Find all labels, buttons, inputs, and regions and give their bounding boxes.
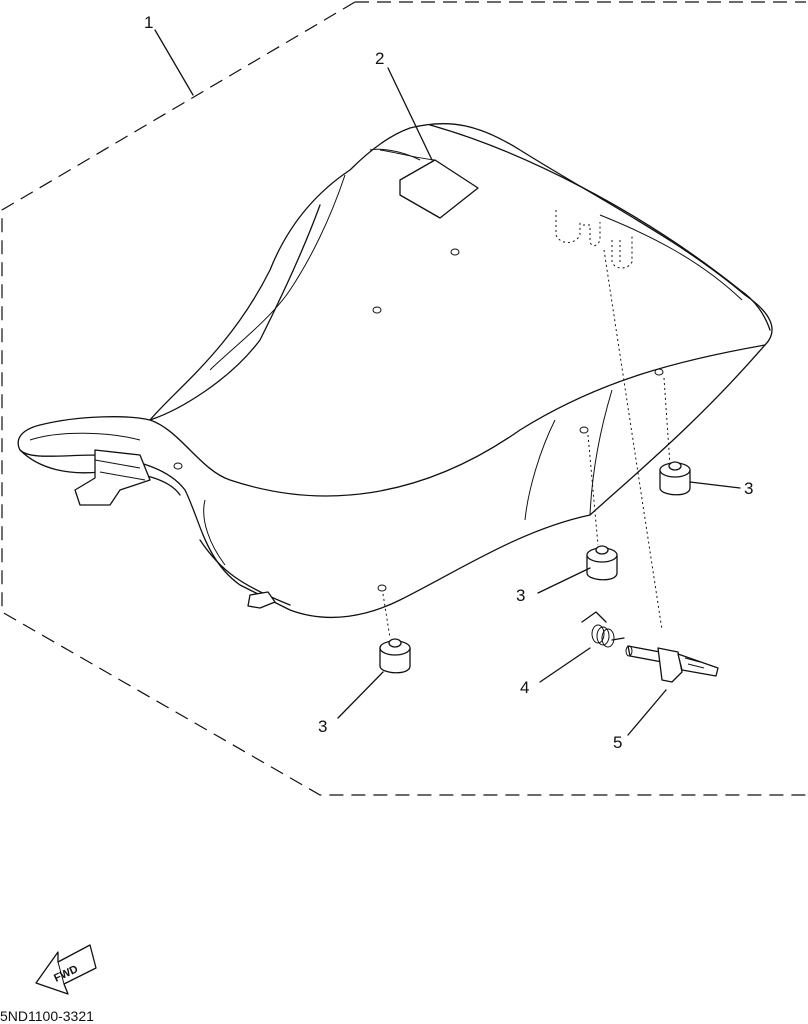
seat-front-bracket bbox=[74, 449, 151, 506]
callout-4: 4 bbox=[520, 678, 529, 697]
leader-5 bbox=[627, 689, 667, 736]
leader-3a bbox=[689, 481, 741, 489]
leader-2 bbox=[387, 67, 433, 161]
leader-3b bbox=[537, 567, 591, 594]
seat-lock-pin bbox=[625, 645, 719, 683]
seat-side-panel bbox=[149, 204, 321, 421]
seat-lower-bracket bbox=[247, 591, 276, 609]
seat-strap bbox=[399, 159, 479, 219]
callout-5: 5 bbox=[613, 733, 622, 752]
assembly-boundary bbox=[1, 1, 806, 796]
seat-hole bbox=[654, 368, 664, 376]
callout-2: 2 bbox=[375, 49, 384, 68]
callout-3: 3 bbox=[744, 479, 753, 498]
assembly-line bbox=[587, 434, 599, 546]
seat-hole bbox=[579, 426, 589, 434]
seat-hook-hidden bbox=[555, 210, 601, 247]
seat-hole bbox=[173, 462, 183, 470]
seat-hole bbox=[372, 306, 382, 314]
assembly-line bbox=[603, 249, 663, 631]
seat-hook-hidden bbox=[611, 235, 633, 269]
callout-1: 1 bbox=[144, 13, 153, 32]
damper bbox=[586, 545, 618, 581]
callout-3: 3 bbox=[516, 586, 525, 605]
damper bbox=[659, 461, 691, 496]
drawing-code: 5ND1100-3321 bbox=[0, 1008, 94, 1024]
seat-hole bbox=[377, 584, 387, 592]
seat-top-edge bbox=[149, 344, 766, 497]
damper bbox=[379, 638, 411, 674]
seat-outline bbox=[17, 122, 773, 619]
fwd-arrow-icon: FWD bbox=[35, 944, 97, 995]
leader-3c bbox=[337, 671, 384, 719]
seat-rear-ridge bbox=[429, 124, 771, 331]
spring bbox=[581, 611, 625, 648]
leader-1 bbox=[154, 29, 194, 96]
seat bbox=[17, 122, 773, 619]
seat-hole bbox=[450, 248, 460, 256]
leader-4 bbox=[539, 647, 591, 683]
callout-3: 3 bbox=[318, 717, 327, 736]
